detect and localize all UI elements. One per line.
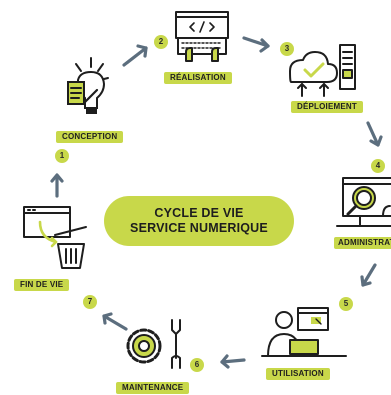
arrow-3-to-4: [366, 121, 383, 147]
step-label-administration: ADMINISTRATION: [334, 237, 391, 249]
step-number-3: 3: [280, 42, 294, 56]
step-number-4: 4: [371, 159, 385, 173]
step-label-deploiement: DÉPLOIEMENT: [291, 101, 363, 113]
step-label-fin-de-vie: FIN DE VIE: [14, 279, 70, 291]
arrow-5-to-6: [220, 354, 246, 369]
step-number-6: 6: [190, 358, 204, 372]
arrow-7-to-1: [50, 173, 64, 198]
monitor-magnifier-icon: [336, 177, 391, 227]
step-label-maintenance: MAINTENANCE: [116, 382, 190, 394]
window-trash-icon: [23, 206, 87, 269]
step-label-conception: CONCEPTION: [56, 131, 124, 143]
step-number-2: 2: [154, 35, 168, 49]
step-number-7: 7: [83, 295, 97, 309]
gear-wrench-icon: [126, 319, 181, 369]
arrow-1-to-2: [122, 44, 148, 67]
center-title-pill: CYCLE DE VIE SERVICE NUMERIQUE: [104, 196, 294, 246]
arrow-2-to-3: [242, 36, 270, 53]
step-number-5: 5: [339, 297, 353, 311]
user-laptop-icon: [261, 307, 347, 357]
step-label-realisation: RÉALISATION: [164, 72, 232, 84]
arrow-4-to-5: [360, 263, 377, 287]
center-title-line-2: SERVICE NUMERIQUE: [130, 221, 268, 235]
cloud-server-icon: [289, 44, 356, 97]
center-title-line-1: CYCLE DE VIE: [154, 206, 244, 220]
arrow-6-to-7: [102, 312, 128, 331]
step-number-1: 1: [55, 149, 69, 163]
lightbulb-document-icon: [67, 57, 109, 114]
code-laptop-icon: [175, 11, 229, 62]
step-label-utilisation: UTILISATION: [266, 368, 330, 380]
